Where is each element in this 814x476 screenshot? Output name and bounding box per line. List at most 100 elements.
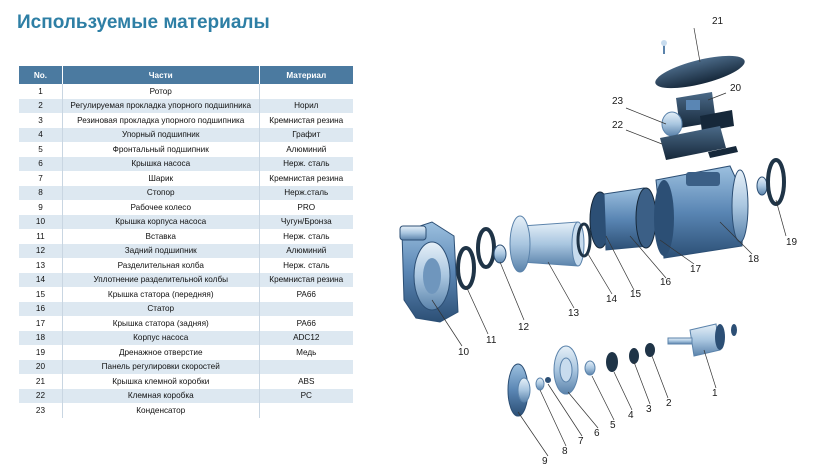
cell-part: Крышка корпуса насоса <box>62 214 260 229</box>
part-bearings-gaskets <box>584 343 655 376</box>
cell-no: 10 <box>19 214 63 229</box>
callout-3: 3 <box>646 404 652 415</box>
cell-material: Нерж. сталь <box>259 156 353 171</box>
cell-no: 23 <box>19 403 63 418</box>
cell-part: Конденсатор <box>62 403 260 418</box>
cell-no: 18 <box>19 330 63 345</box>
cell-material <box>259 301 353 316</box>
cell-material <box>259 403 353 418</box>
cell-no: 3 <box>19 113 63 128</box>
callout-19: 19 <box>786 237 798 248</box>
cell-no: 8 <box>19 185 63 200</box>
cell-material: Нерж.сталь <box>259 185 353 200</box>
cell-part: Шарик <box>62 171 260 186</box>
cell-material: Алюминий <box>259 243 353 258</box>
cell-material: Медь <box>259 345 353 360</box>
cell-part: Фронтальный подшипник <box>62 142 260 157</box>
cell-material: ABS <box>259 374 353 389</box>
callout-5: 5 <box>610 420 616 431</box>
callout-21: 21 <box>712 16 724 27</box>
cell-part: Крышка статора (передняя) <box>62 287 260 302</box>
cell-no: 17 <box>19 316 63 331</box>
part-ball-stopper <box>535 377 551 391</box>
callout-11: 11 <box>486 335 497 346</box>
callout-10: 10 <box>458 347 470 358</box>
callout-20: 20 <box>730 83 742 94</box>
cell-material: PC <box>259 388 353 403</box>
callout-leader-lines <box>431 27 787 457</box>
part-separation-can <box>509 215 585 273</box>
cell-no: 12 <box>19 243 63 258</box>
header-part: Части <box>62 66 260 84</box>
cell-material: Графит <box>259 127 353 142</box>
cell-no: 5 <box>19 142 63 157</box>
cell-no: 19 <box>19 345 63 360</box>
page-title: Используемые материалы <box>17 12 270 33</box>
callout-1: 1 <box>712 388 718 399</box>
cell-material <box>259 84 353 99</box>
part-rear-bearing <box>476 227 507 269</box>
cell-part: Регулируемая прокладка упорного подшипни… <box>62 98 260 113</box>
cell-no: 16 <box>19 301 63 316</box>
callout-18: 18 <box>748 254 760 265</box>
part-pump-body <box>654 165 749 259</box>
cell-material: Алюминий <box>259 142 353 157</box>
cell-no: 15 <box>19 287 63 302</box>
cell-material: PA66 <box>259 287 353 302</box>
cell-no: 7 <box>19 171 63 186</box>
part-impeller <box>507 363 531 417</box>
part-capacitor <box>661 111 683 137</box>
cell-part: Статор <box>62 301 260 316</box>
part-pump-housing-cover <box>399 221 459 323</box>
part-pump-cover <box>553 345 579 395</box>
cell-part: Крышка клемной коробки <box>62 374 260 389</box>
cell-part: Уплотнение разделительной колбы <box>62 272 260 287</box>
cell-no: 4 <box>19 127 63 142</box>
cell-no: 2 <box>19 98 63 113</box>
callout-4: 4 <box>628 410 634 421</box>
part-terminal-box <box>660 126 738 160</box>
callout-16: 16 <box>660 277 672 288</box>
cell-no: 20 <box>19 359 63 374</box>
cell-material <box>259 359 353 374</box>
table-header-row: No. Части Материал <box>19 66 353 84</box>
header-no: No. <box>19 66 63 84</box>
cell-part: Крышка насоса <box>62 156 260 171</box>
cell-no: 14 <box>19 272 63 287</box>
callout-12: 12 <box>518 322 530 333</box>
callout-15: 15 <box>630 289 642 300</box>
cell-part: Ротор <box>62 84 260 99</box>
callout-22: 22 <box>612 120 624 131</box>
callout-17: 17 <box>690 264 702 275</box>
callout-9: 9 <box>542 456 548 467</box>
cell-no: 1 <box>19 84 63 99</box>
callout-6: 6 <box>594 428 600 439</box>
part-drain-hole <box>756 158 786 206</box>
cell-part: Упорный подшипник <box>62 127 260 142</box>
cell-no: 6 <box>19 156 63 171</box>
part-rotor <box>667 323 737 357</box>
cell-material: Нерж. сталь <box>259 229 353 244</box>
